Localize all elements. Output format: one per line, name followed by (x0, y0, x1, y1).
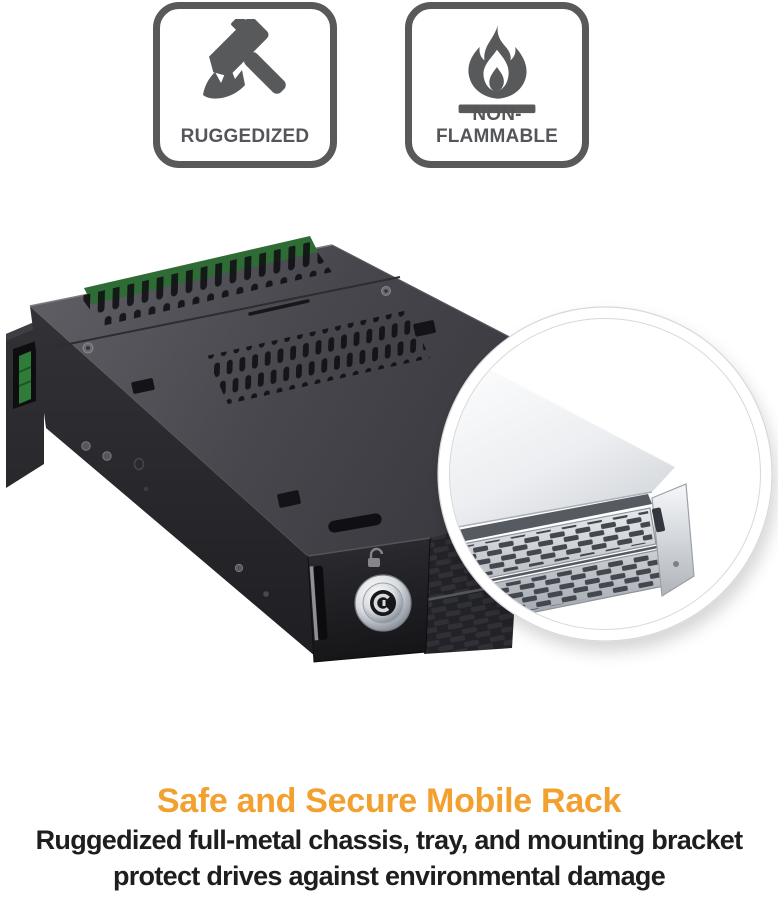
magnified-top-cover (450, 344, 676, 536)
detail-zoom-circle (437, 306, 773, 642)
led-window (309, 565, 328, 641)
pcb-green-edge (19, 351, 31, 404)
caption-block: Safe and Secure Mobile Rack Ruggedized f… (0, 780, 778, 894)
rear-connector-panel (6, 318, 44, 488)
vent-slots-center (206, 310, 430, 404)
badge-non-flammable: NON-FLAMMABLE (405, 2, 589, 168)
caption-line-2: protect drives against environmental dam… (112, 861, 666, 891)
caption-heading: Safe and Secure Mobile Rack (156, 782, 622, 820)
magnified-tray-1 (450, 507, 657, 587)
magnified-tray-handle (651, 483, 695, 598)
caption-line-1: Ruggedized full-metal chassis, tray, and… (35, 825, 743, 855)
lock-icon (354, 574, 412, 632)
hammer-icon (203, 19, 286, 99)
front-bezel (307, 537, 431, 663)
badge-non-flammable-label: NON-FLAMMABLE (435, 104, 559, 147)
unlock-icon (368, 547, 384, 567)
top-screws (82, 286, 391, 354)
badge-ruggedized-label: RUGGEDIZED (180, 126, 310, 147)
flame-icon (458, 24, 536, 114)
vent-slots-rear (80, 242, 332, 326)
badge-ruggedized: RUGGEDIZED (153, 2, 337, 168)
magnified-front-corner (450, 319, 760, 629)
